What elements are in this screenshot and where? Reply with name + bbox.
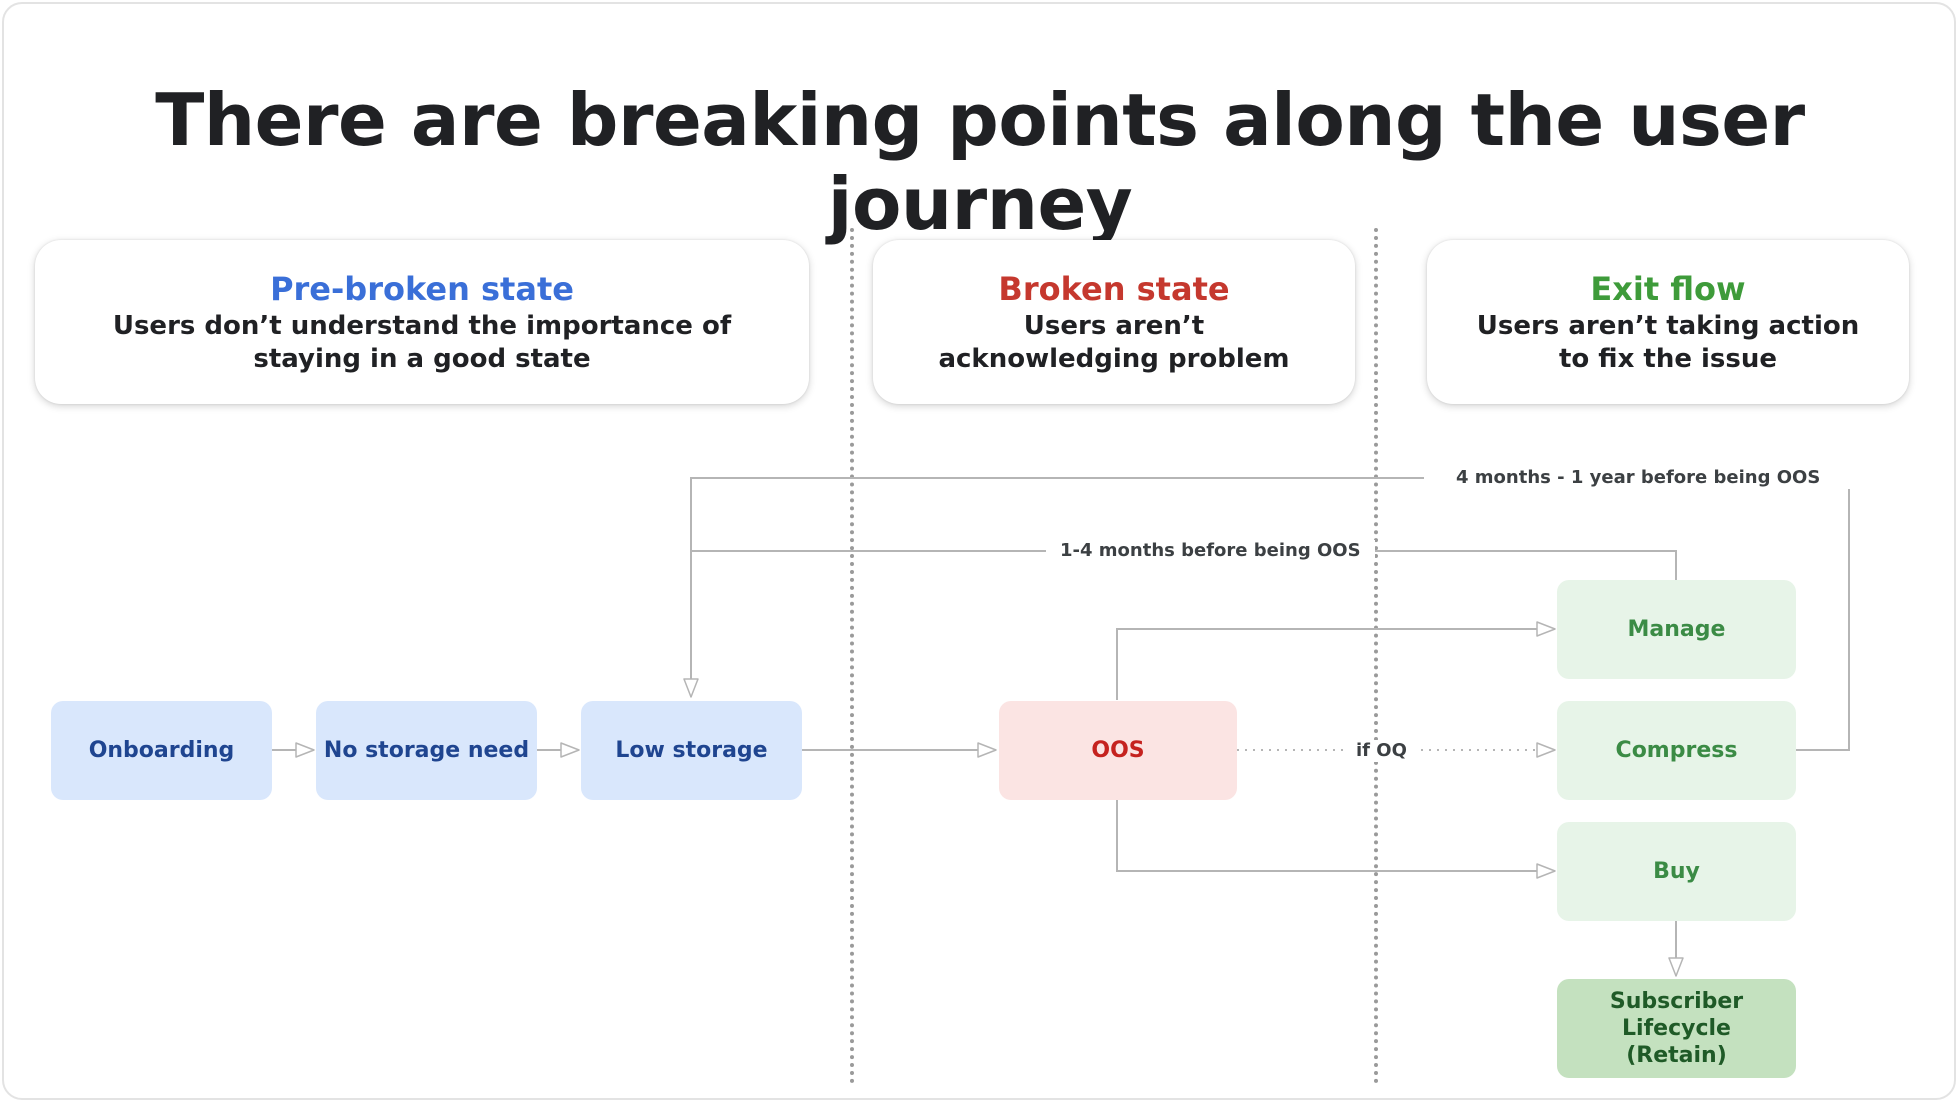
stage-title-broken: Broken state — [998, 270, 1230, 308]
stage-description-exit-flow: Users aren’t taking action to fix the is… — [1476, 311, 1860, 374]
edge-manage-loop-short — [691, 550, 1677, 580]
node-no-storage-need: No storage need — [316, 701, 537, 800]
node-oos: OOS — [999, 701, 1237, 800]
node-subscriber-lifecycle: Subscriber Lifecycle (Retain) — [1557, 979, 1796, 1078]
stage-description-pre-broken: Users don’t understand the importance of… — [112, 311, 732, 374]
node-onboarding: Onboarding — [51, 701, 272, 800]
node-low-storage: Low storage — [581, 701, 802, 800]
edge-oos-to-buy — [1116, 800, 1556, 879]
edge-label-if-oq: if OQ — [1346, 740, 1417, 762]
edge-oos-to-manage — [1116, 621, 1556, 700]
stage-title-exit-flow: Exit flow — [1590, 270, 1746, 308]
stage-card-broken: Broken state Users aren’t acknowledging … — [873, 240, 1355, 404]
stage-divider-right — [1374, 228, 1378, 1084]
stage-title-pre-broken: Pre-broken state — [270, 270, 574, 308]
slide-title: There are breaking points along the user… — [155, 78, 1805, 246]
stage-card-pre-broken: Pre-broken state Users don’t understand … — [35, 240, 809, 404]
node-compress: Compress — [1557, 701, 1796, 800]
stage-card-exit-flow: Exit flow Users aren’t taking action to … — [1427, 240, 1909, 404]
stage-divider-left — [850, 228, 854, 1084]
edge-label-short-range: 1-4 months before being OOS — [1046, 540, 1375, 562]
node-manage: Manage — [1557, 580, 1796, 679]
node-buy: Buy — [1557, 822, 1796, 921]
edge-label-long-range: 4 months - 1 year before being OOS — [1424, 467, 1853, 489]
stage-description-broken: Users aren’t acknowledging problem — [938, 311, 1290, 374]
